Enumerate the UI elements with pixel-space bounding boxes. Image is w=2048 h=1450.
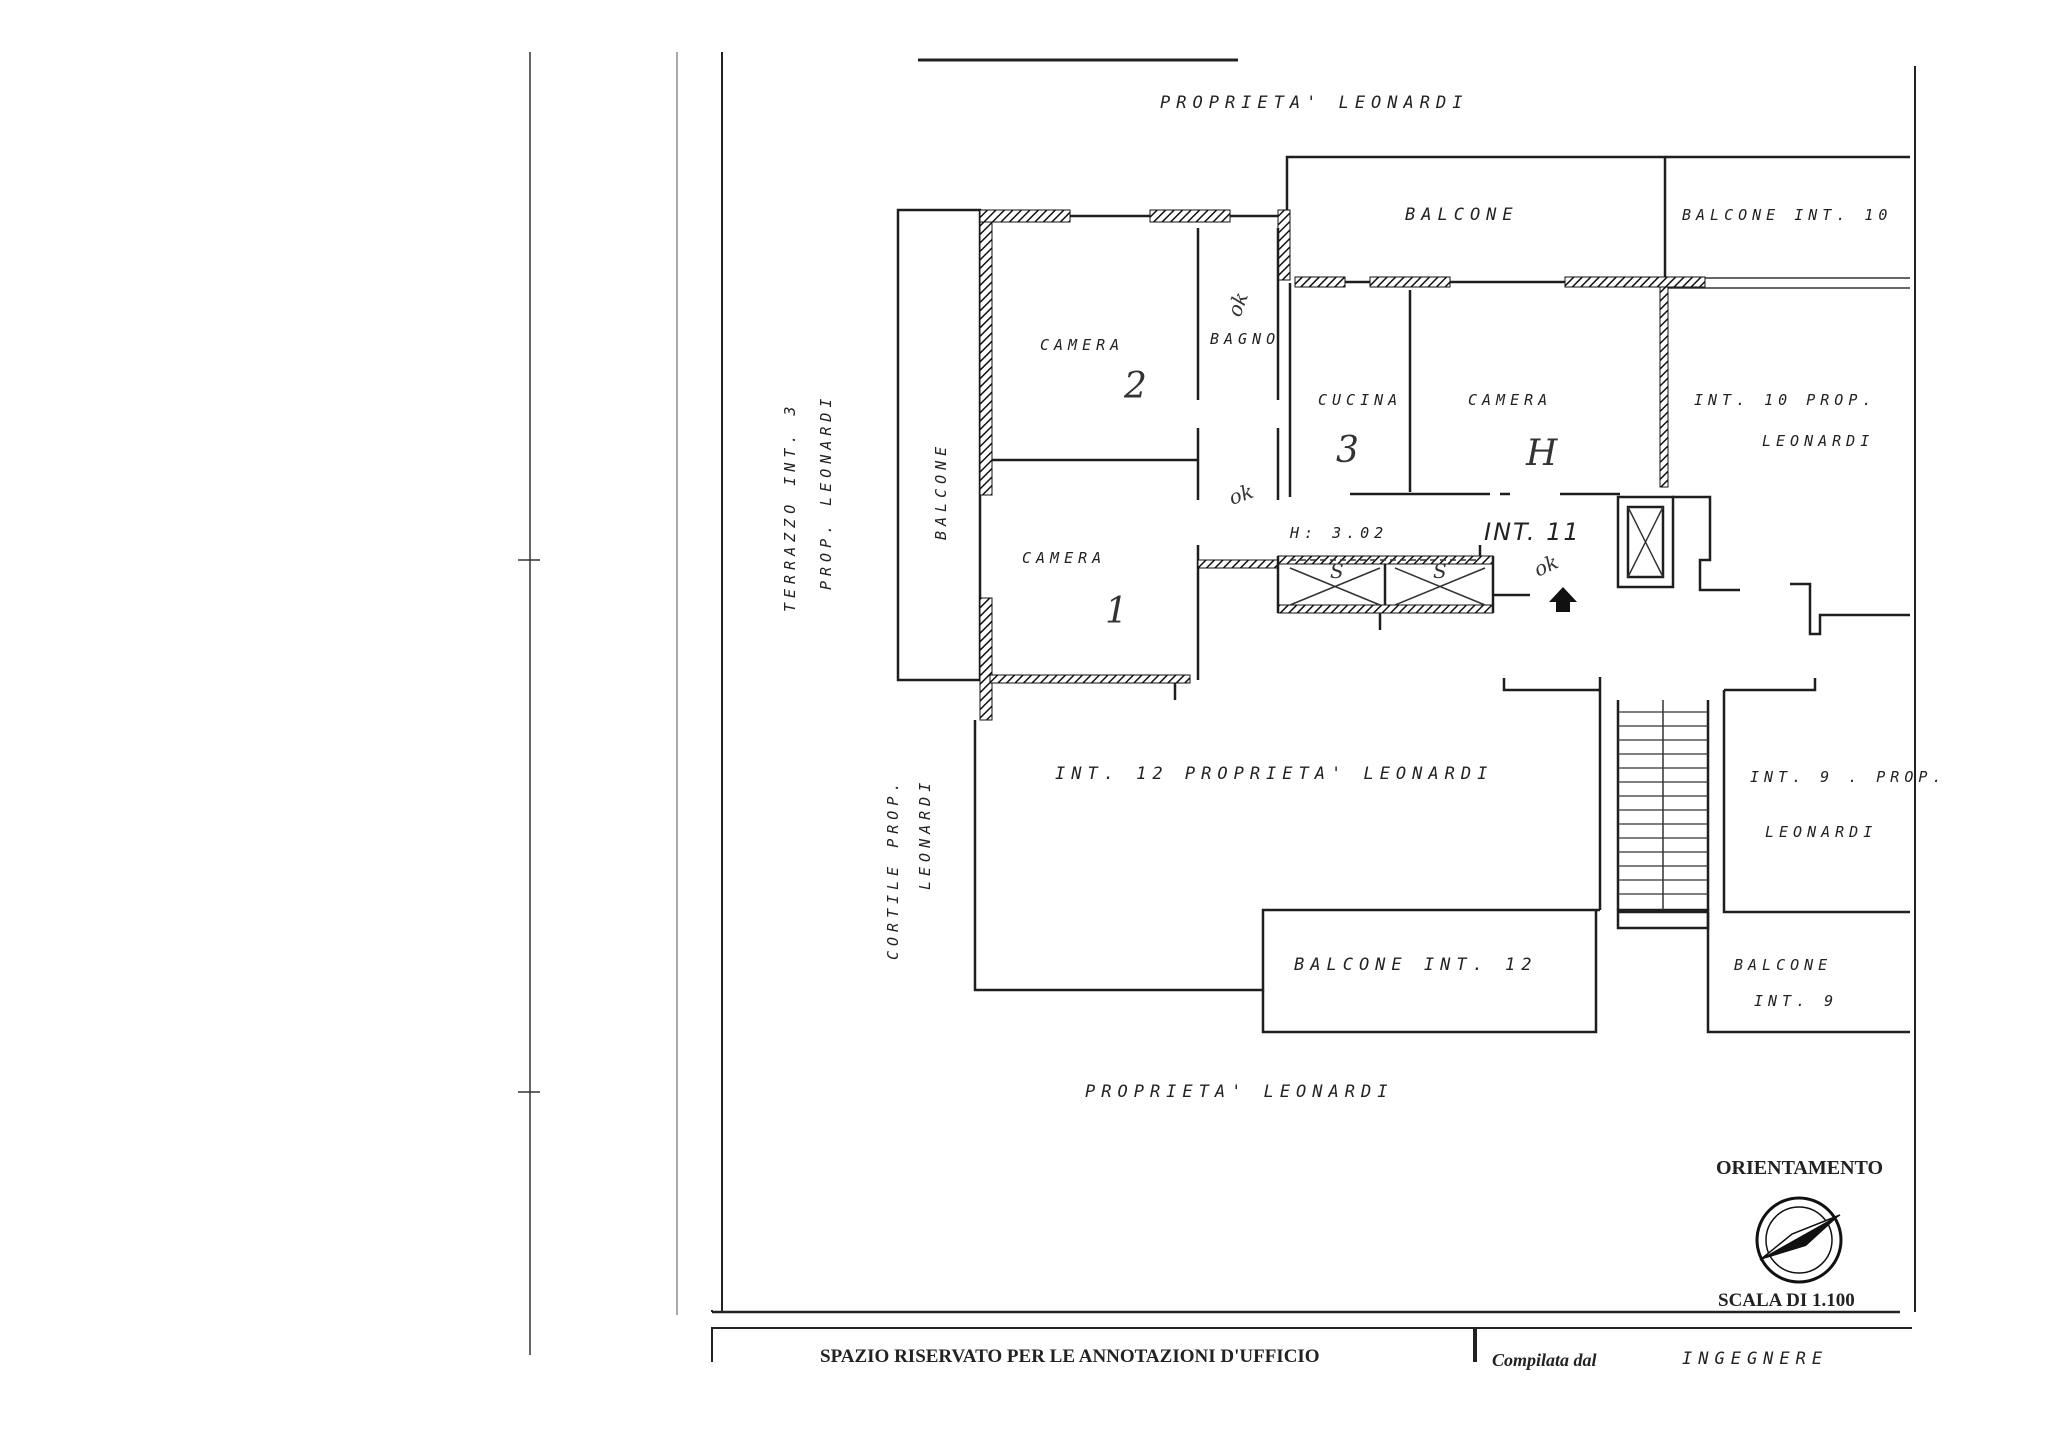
label-balcone-int9-line1: BALCONE — [1734, 956, 1832, 974]
label-int9-line1: INT. 9 . PROP. — [1750, 768, 1946, 786]
label-cortile-line2: LEONARDI — [916, 778, 934, 890]
sheet-frame — [518, 52, 1916, 1355]
label-balcone-int9-line2: INT. 9 — [1754, 992, 1838, 1010]
lower-structure — [973, 677, 1910, 1034]
label-bottom-owner: PROPRIETA' LEONARDI — [1085, 1082, 1393, 1102]
label-cucina: CUCINA — [1318, 391, 1402, 409]
hand-note-corridor: ok — [1226, 479, 1257, 510]
label-int10-line1: INT. 10 PROP. — [1694, 391, 1876, 409]
hand-note-bagno: ok — [1222, 289, 1253, 320]
label-balcone-left: BALCONE — [932, 442, 950, 540]
label-cortile-line1: CORTILE PROP. — [884, 778, 902, 960]
hand-room-3: 3 — [1336, 430, 1359, 471]
entrance-arrow-icon — [1549, 587, 1577, 612]
label-ingegnere: INGEGNERE — [1682, 1349, 1828, 1369]
label-scala: SCALA DI 1.100 — [1718, 1290, 1855, 1311]
label-int12: INT. 12 PROPRIETA' LEONARDI — [1055, 764, 1493, 784]
hand-stair-b: S — [1433, 559, 1447, 583]
hand-room-2: 2 — [1123, 366, 1147, 407]
label-int9-line2: LEONARDI — [1765, 823, 1877, 841]
orientation-block: ORIENTAMENTO SCALA DI 1.100 — [1716, 1157, 1883, 1311]
stair-boxes — [1289, 495, 1910, 636]
hand-room-4: H — [1525, 433, 1558, 474]
label-balcone-int12: BALCONE INT. 12 — [1294, 955, 1538, 975]
label-balcone-top: BALCONE — [1405, 205, 1519, 225]
hand-stair-a: S — [1330, 559, 1344, 583]
footer: SPAZIO RISERVATO PER LE ANNOTAZIONI D'UF… — [711, 1327, 1912, 1370]
hand-room-1: 1 — [1105, 591, 1128, 632]
label-height: H: 3.02 — [1289, 524, 1388, 542]
label-camera-2: CAMERA — [1040, 336, 1124, 354]
stair-treads — [1618, 711, 1708, 895]
label-top-owner: PROPRIETA' LEONARDI — [1160, 93, 1468, 113]
label-terrazzo-line1: TERRAZZO INT. 3 — [781, 402, 799, 612]
label-apartment: INT. 11 — [1484, 518, 1581, 546]
label-camera-4: CAMERA — [1468, 391, 1552, 409]
label-camera-1: CAMERA — [1022, 549, 1106, 567]
label-balcone-int10: BALCONE INT. 10 — [1682, 206, 1892, 224]
label-int10-line2: LEONARDI — [1762, 432, 1874, 450]
label-spazio: SPAZIO RISERVATO PER LE ANNOTAZIONI D'UF… — [820, 1346, 1320, 1367]
label-bagno: BAGNO — [1210, 330, 1280, 348]
label-orientamento: ORIENTAMENTO — [1716, 1157, 1883, 1179]
label-compilata: Compilata dal — [1492, 1350, 1597, 1370]
hand-note-entrance: ok — [1530, 550, 1562, 582]
label-terrazzo-line2: PROP. LEONARDI — [817, 394, 835, 590]
